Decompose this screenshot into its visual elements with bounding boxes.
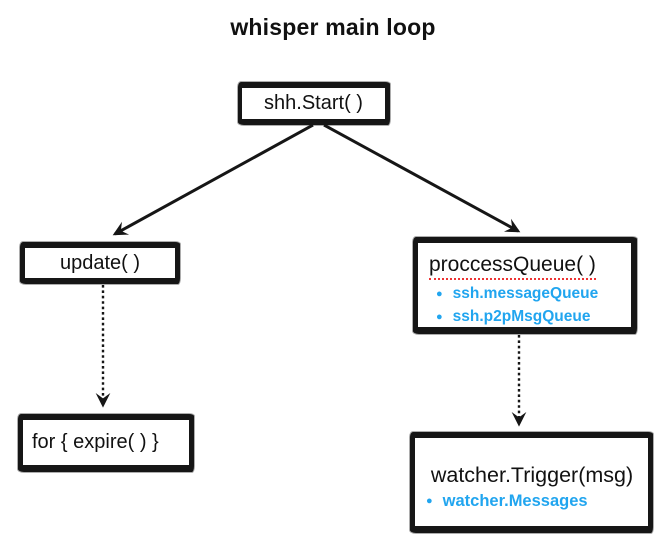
bullet-row: ● ssh.messageQueue xyxy=(429,285,621,303)
node-process-queue: proccessQueue( ) ● ssh.messageQueue ● ss… xyxy=(413,237,637,334)
bullet-icon: ● xyxy=(436,310,443,323)
node-process-queue-label: proccessQueue( ) xyxy=(429,253,596,281)
diagram-title: whisper main loop xyxy=(230,14,436,40)
bullet-row: ● ssh.p2pMsgQueue xyxy=(429,308,621,326)
node-update: update( ) xyxy=(20,242,180,284)
node-update-label: update( ) xyxy=(59,251,141,274)
edge-start-to-update xyxy=(112,123,314,236)
node-shh-start-label: shh.Start( ) xyxy=(264,92,363,114)
node-watcher-trigger: watcher.Trigger(msg) ● watcher.Messages xyxy=(410,432,653,533)
bullet-label: ssh.p2pMsgQueue xyxy=(452,308,591,326)
node-watcher-trigger-label: watcher.Trigger(msg) xyxy=(430,463,634,487)
bullet-icon: ● xyxy=(426,494,433,507)
bullet-icon: ● xyxy=(436,287,443,300)
bullet-label: watcher.Messages xyxy=(442,491,588,510)
edge-start-to-process-queue xyxy=(323,123,521,233)
node-for-expire-label: for { expire( ) } xyxy=(32,431,159,453)
node-shh-start: shh.Start( ) xyxy=(238,82,390,125)
node-for-expire: for { expire( ) } xyxy=(18,414,194,472)
bullet-row: ● watcher.Messages xyxy=(424,492,640,511)
bullet-label: ssh.messageQueue xyxy=(452,285,599,303)
node-process-queue-heading: proccessQueue( ) xyxy=(429,253,621,281)
